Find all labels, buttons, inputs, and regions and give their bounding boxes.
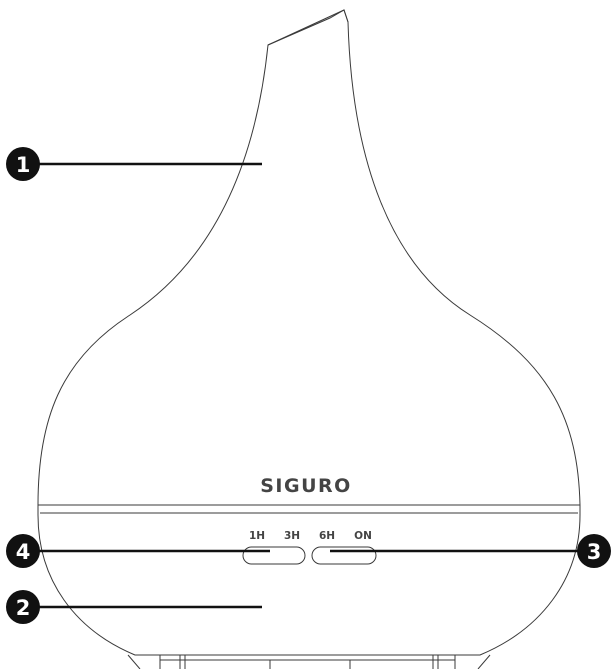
base-feet <box>127 654 491 669</box>
callout-1-marker: 1 <box>6 147 40 181</box>
cover-tip <box>267 9 349 46</box>
callout-2-number: 2 <box>16 596 31 620</box>
diffuser-cover-outline <box>37 9 581 506</box>
callout-3-marker: 3 <box>577 534 611 568</box>
diffuser-base-outline <box>37 505 581 656</box>
timer-button[interactable] <box>242 546 306 565</box>
callout-4-number: 4 <box>16 540 31 564</box>
timer-label-6h: 6H <box>319 530 335 542</box>
timer-label-3h: 3H <box>284 530 300 542</box>
callout-2-marker: 2 <box>6 590 40 624</box>
callout-3-number: 3 <box>587 540 602 564</box>
callout-4-marker: 4 <box>6 534 40 568</box>
callout-1-number: 1 <box>16 153 31 177</box>
timer-label-1h: 1H <box>249 530 265 542</box>
timer-label-on: ON <box>354 530 372 542</box>
power-mist-button[interactable] <box>311 546 377 565</box>
brand-logo-text: SIGURO <box>260 475 352 497</box>
